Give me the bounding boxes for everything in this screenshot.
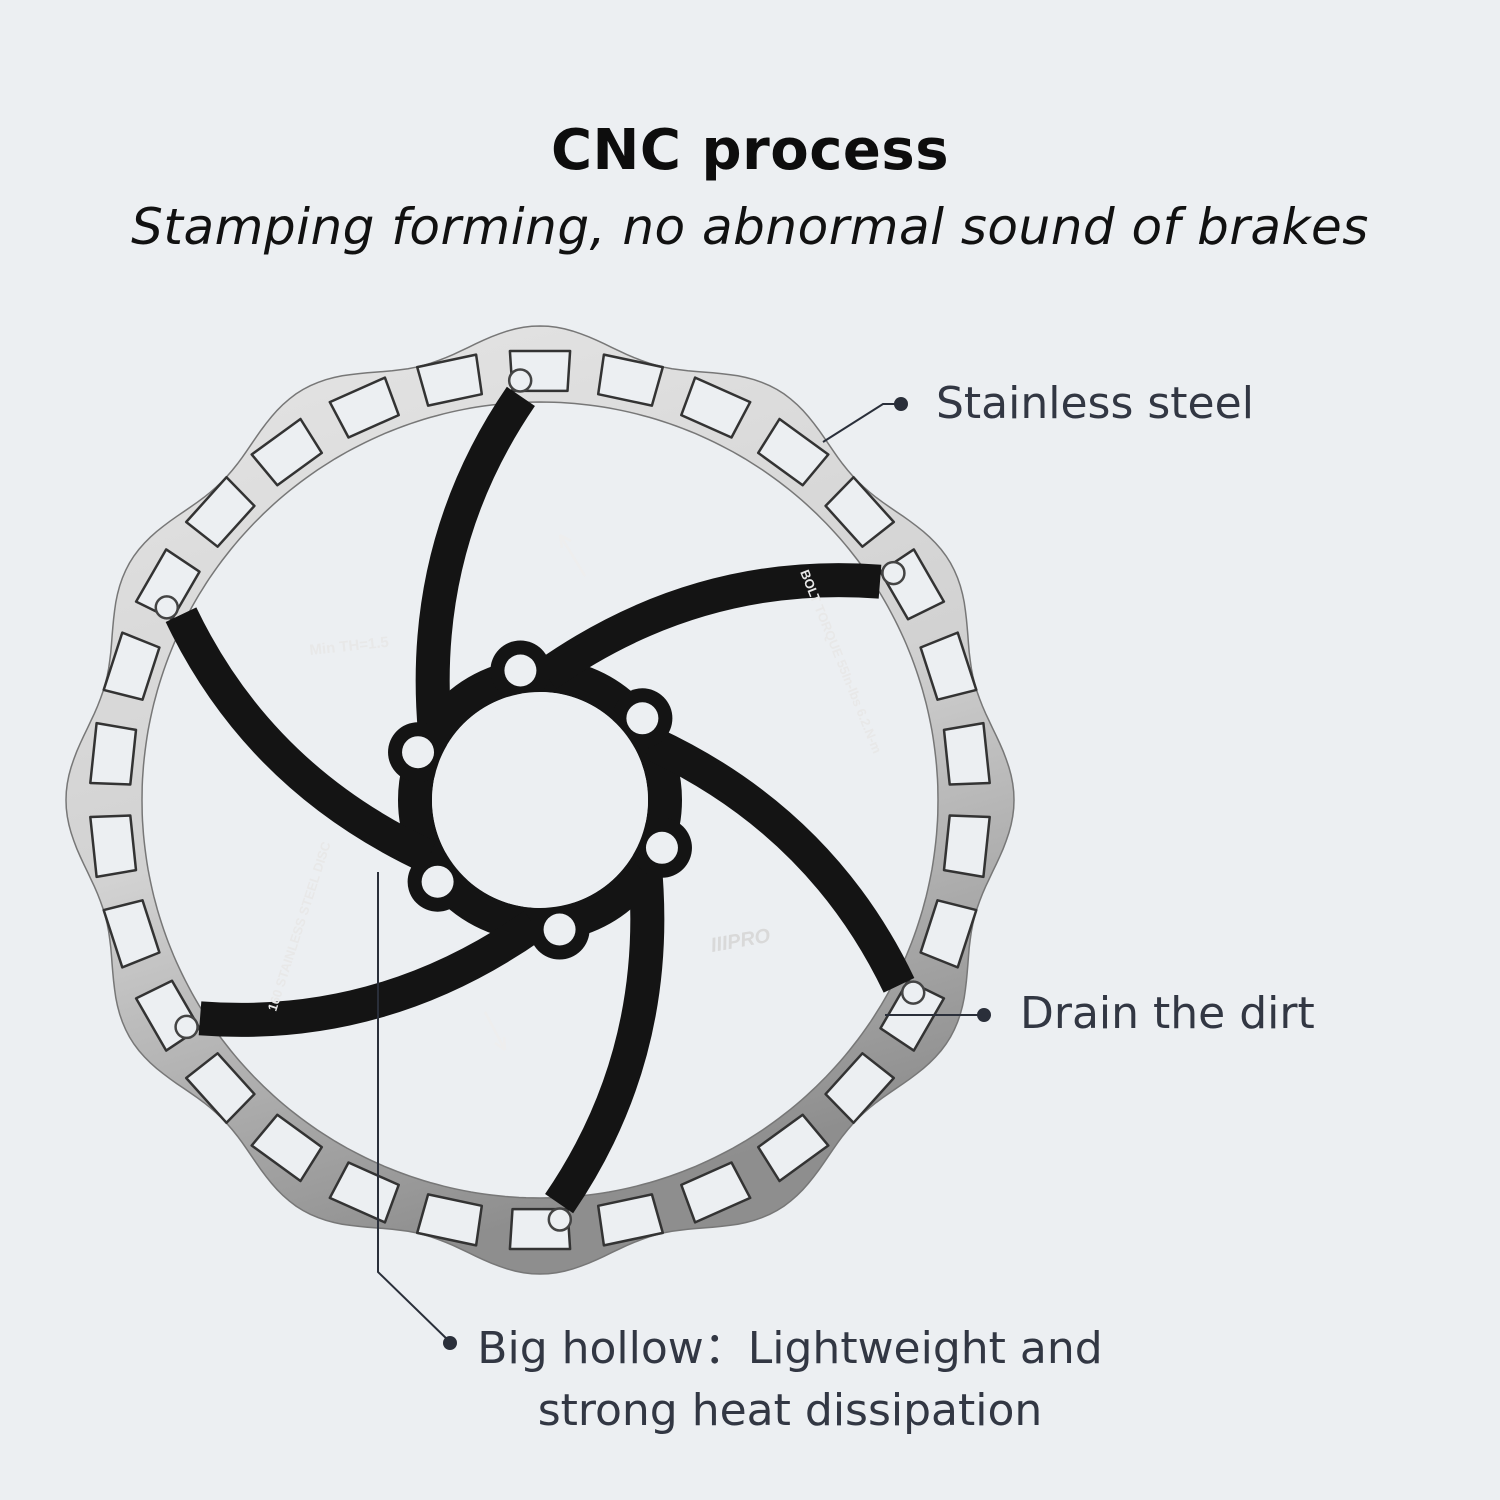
rim-window [134, 548, 201, 621]
callout-big-hollow: Big hollow：Lightweight and strong heat d… [460, 1318, 1120, 1442]
page-title: CNC process [550, 118, 950, 183]
rim-window [184, 1052, 256, 1125]
rim-window [942, 721, 991, 786]
rim-band [65, 325, 1015, 1275]
callout-stainless-steel: Stainless steel [936, 378, 1254, 429]
rim-window [596, 1193, 665, 1247]
bolt-hole [402, 736, 435, 769]
carrier-spoke [415, 386, 535, 734]
rim-window [680, 376, 752, 439]
page-subtitle: Stamping forming, no abnormal sound of b… [131, 198, 1369, 256]
rim-window [919, 631, 978, 701]
rim-window [942, 814, 991, 879]
callout-drain-dirt: Drain the dirt [1020, 988, 1315, 1039]
rivet-hole [174, 1014, 199, 1040]
rivet-hole [547, 1207, 573, 1232]
rivet-hole [154, 595, 180, 620]
rim-window [824, 1052, 896, 1125]
rivet-hole [507, 368, 533, 393]
leader-stainless-steel [822, 403, 900, 443]
center-opening [432, 692, 648, 908]
rim-window [824, 475, 896, 548]
rivet-hole [881, 560, 906, 586]
rim-window [250, 1113, 324, 1183]
leader-big-hollow [377, 872, 451, 1343]
rim-window [415, 353, 484, 407]
rim-window [756, 1113, 830, 1183]
brand-logo: IIIPRO [709, 925, 772, 957]
rotor-rim [65, 325, 1015, 1275]
bolt-hole [626, 702, 659, 735]
min-thickness-marking: Min TH=1.5 [309, 634, 390, 659]
rim-window [756, 417, 830, 487]
carrier-spoke [545, 866, 665, 1214]
rim-window [184, 475, 256, 548]
carrier-spoke [536, 563, 882, 690]
rotation-arrow-icon [558, 533, 587, 577]
callout-big-hollow-line1: Big hollow：Lightweight and [477, 1323, 1103, 1374]
rim-window [919, 899, 978, 969]
rim-window [102, 899, 161, 969]
rim-window [89, 721, 138, 786]
rim-window [89, 814, 138, 879]
bolt-hole [421, 865, 454, 898]
rim-window [102, 631, 161, 701]
rivet-hole [900, 980, 926, 1005]
rim-window [328, 376, 400, 439]
rim-window [680, 1161, 752, 1224]
carrier-spoke [198, 910, 544, 1037]
rim-window [250, 417, 324, 487]
bolt-hole [543, 913, 576, 946]
bullet-dot-icon [894, 397, 908, 411]
rim-rivets [154, 368, 926, 1232]
bullet-dot-icon [443, 1336, 457, 1350]
disc-label-marking: 160 STAINLESS STEEL DISC [265, 839, 334, 1013]
callout-big-hollow-line2: strong heat dissipation [537, 1385, 1043, 1436]
rotation-arrow-icon [483, 1011, 507, 1052]
carrier-spoke [644, 727, 915, 993]
bullet-dot-icon [977, 1008, 991, 1022]
rim-window [415, 1193, 484, 1247]
rotor-carrier [165, 386, 915, 1214]
carrier-spoke [165, 607, 436, 873]
bolt-hole [645, 831, 678, 864]
bolt-hole [504, 654, 537, 687]
rim-window [328, 1161, 400, 1224]
rim-window [596, 353, 665, 407]
